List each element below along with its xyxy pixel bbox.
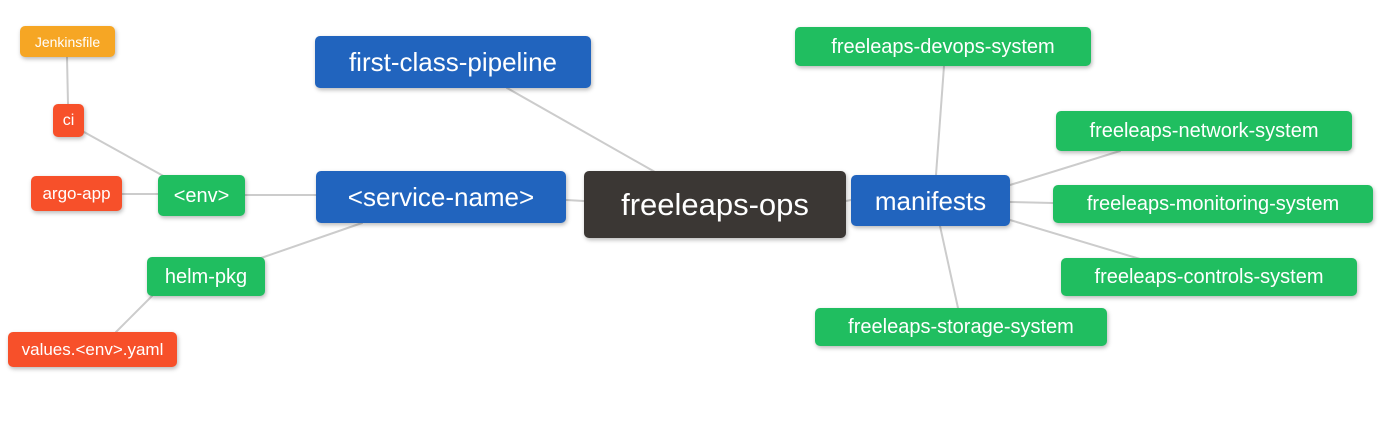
edge-jenkinsfile-ci	[66, 56, 69, 105]
edge-service-name-freeleaps-ops	[565, 199, 585, 202]
node-freeleaps-devops-system[interactable]: freeleaps-devops-system	[795, 27, 1091, 66]
edge-manifests-freeleaps-storage-system	[939, 225, 959, 309]
node-env[interactable]: <env>	[158, 175, 245, 216]
node-argo-app[interactable]: argo-app	[31, 176, 122, 211]
node-helm-pkg[interactable]: helm-pkg	[147, 257, 265, 296]
node-jenkinsfile[interactable]: Jenkinsfile	[20, 26, 115, 57]
node-service-name[interactable]: <service-name>	[316, 171, 566, 223]
node-freeleaps-network-system[interactable]: freeleaps-network-system	[1056, 111, 1352, 151]
node-values-env-yaml[interactable]: values.<env>.yaml	[8, 332, 177, 367]
edge-values-env-yaml-helm-pkg	[115, 295, 153, 333]
edge-manifests-freeleaps-controls-system	[1009, 219, 1141, 260]
node-freeleaps-ops[interactable]: freeleaps-ops	[584, 171, 846, 238]
edge-first-class-pipeline-freeleaps-ops	[506, 87, 656, 173]
edge-freeleaps-ops-manifests	[845, 199, 852, 202]
edge-manifests-freeleaps-monitoring-system	[1009, 201, 1054, 204]
edge-helm-pkg-service-name	[260, 222, 363, 259]
edge-manifests-freeleaps-devops-system	[935, 65, 945, 176]
node-freeleaps-storage-system[interactable]: freeleaps-storage-system	[815, 308, 1107, 346]
edge-ci-env	[83, 131, 168, 179]
node-freeleaps-controls-system[interactable]: freeleaps-controls-system	[1061, 258, 1357, 296]
node-freeleaps-monitoring-system[interactable]: freeleaps-monitoring-system	[1053, 185, 1373, 223]
edge-manifests-freeleaps-network-system	[1009, 150, 1121, 186]
node-ci[interactable]: ci	[53, 104, 84, 137]
node-first-class-pipeline[interactable]: first-class-pipeline	[315, 36, 591, 88]
node-manifests[interactable]: manifests	[851, 175, 1010, 226]
